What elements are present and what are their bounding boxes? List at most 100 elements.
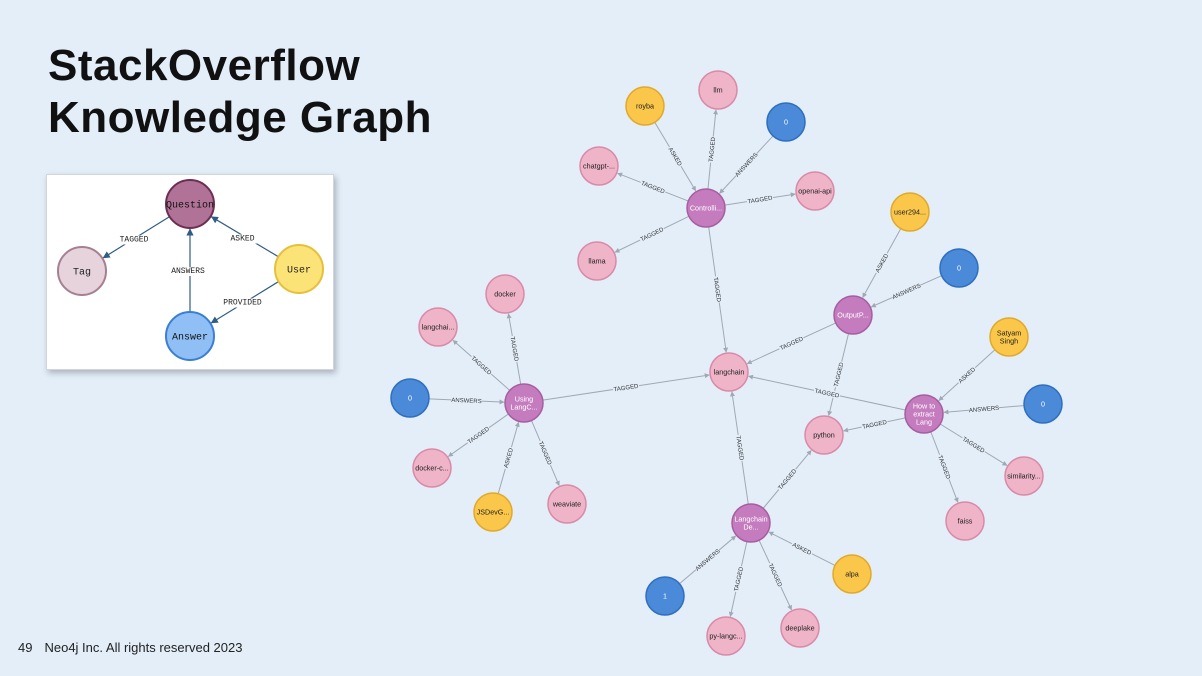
graph-node-label: alpa — [845, 570, 859, 579]
graph-node-user[interactable]: royba — [625, 86, 665, 126]
graph-nodes: Controlli... royba llm 0 chatgpt-... openai-a… — [390, 70, 1063, 656]
graph-edge-label: TAGGED — [613, 384, 639, 394]
graph-edge-tagged: TAGGED — [762, 450, 812, 509]
graph-node-label: openai-api — [798, 187, 832, 196]
graph-node-tag[interactable]: llm — [698, 70, 738, 110]
graph-edge-tagged: TAGGED — [452, 339, 511, 391]
graph-node-tag[interactable]: chatgpt-... — [579, 146, 619, 186]
graph-node-tag[interactable]: py-langc... — [706, 616, 746, 656]
graph-edge-tagged: TAGGED — [748, 374, 906, 411]
graph-node-label: deeplake — [785, 624, 814, 633]
graph-node-tag[interactable]: docker-c... — [412, 448, 452, 488]
schema-node-answer: Answer — [165, 311, 215, 361]
graph-node-answer[interactable]: 1 — [645, 576, 685, 616]
graph-node-tag[interactable]: docker — [485, 274, 525, 314]
graph-node-label: chatgpt-... — [583, 162, 615, 171]
graph-node-label: weaviate — [552, 500, 581, 509]
graph-node-answer[interactable]: 0 — [939, 248, 979, 288]
graph-edge-tagged: TAGGED — [728, 541, 748, 617]
graph-edge-tagged: TAGGED — [542, 373, 710, 401]
graph-node-answer[interactable]: 0 — [390, 378, 430, 418]
graph-edge-tagged: TAGGED — [758, 540, 792, 611]
graph-node-label: docker — [494, 290, 516, 299]
graph-node-tag[interactable]: llama — [577, 241, 617, 281]
slide-title-line-1: StackOverflow — [48, 41, 361, 90]
graph-node-label: faiss — [958, 517, 973, 526]
graph-node-label: langchai... — [422, 323, 455, 332]
graph-node-tag[interactable]: langchain — [709, 352, 749, 392]
graph-edge-tagged: TAGGED — [930, 431, 959, 503]
schema-node-label: Answer — [172, 333, 208, 344]
graph-node-tag[interactable]: weaviate — [547, 484, 587, 524]
graph-node-label: 0 — [1041, 400, 1045, 409]
slide-title-line-2: Knowledge Graph — [48, 93, 432, 142]
graph-edge-answers: ANSWERS — [719, 135, 774, 194]
graph-edge-label: TAGGED — [862, 420, 888, 431]
graph-edge-asked: ASKED — [862, 228, 902, 298]
graph-edge-tagged: TAGGED — [843, 417, 906, 433]
schema-node-label: Tag — [73, 268, 91, 279]
graph-edge-label: ANSWERS — [735, 152, 760, 178]
graph-edge-label: TAGGED — [640, 227, 666, 244]
graph-node-label: docker-c... — [415, 464, 449, 473]
graph-edge-tagged: TAGGED — [506, 313, 522, 385]
graph-node-label: py-langc... — [709, 632, 742, 641]
graph-edge-asked: ASKED — [768, 531, 836, 566]
graph-edge-asked: ASKED — [938, 349, 996, 401]
graph-edge-tagged: TAGGED — [724, 192, 796, 206]
graph-edge-label: ANSWERS — [451, 398, 482, 405]
graph-edge-answers: ANSWERS — [679, 535, 737, 585]
graph-node-question[interactable]: Controlli... — [686, 188, 726, 228]
graph-node-tag[interactable]: deeplake — [780, 608, 820, 648]
graph-node-answer[interactable]: 0 — [766, 102, 806, 142]
graph-node-label: 0 — [784, 118, 788, 127]
graph-edge-label: TAGGED — [747, 196, 773, 206]
schema-edge-label: ANSWERS — [171, 267, 205, 276]
graph-edge-label: TAGGED — [834, 361, 846, 387]
graph-edge-tagged: TAGGED — [730, 391, 749, 505]
graph-node-tag[interactable]: faiss — [945, 501, 985, 541]
graph-edge-label: TAGGED — [778, 468, 799, 492]
footer: 49 Neo4j Inc. All rights reserved 2023 — [18, 640, 242, 655]
graph-node-label: OutputP... — [837, 311, 868, 320]
graph-node-label: python — [813, 431, 835, 440]
copyright-text: Neo4j Inc. All rights reserved 2023 — [44, 640, 243, 655]
schema-node-label: User — [287, 266, 311, 277]
graph-node-user[interactable]: user294... — [890, 192, 930, 232]
graph-edge-asked: ASKED — [497, 421, 520, 494]
graph-edge-label: ANSWERS — [969, 406, 1000, 415]
graph-edge-tagged: TAGGED — [708, 226, 729, 353]
graph-edge-label: TAGGED — [779, 336, 805, 352]
graph-node-tag[interactable]: openai-api — [795, 171, 835, 211]
schema-node-label: Question — [166, 200, 214, 212]
graph-node-tag[interactable]: python — [804, 415, 844, 455]
schema-node-user: User — [274, 244, 324, 294]
schema-node-tag: Tag — [57, 246, 107, 296]
graph-node-question[interactable]: OutputP... — [833, 295, 873, 335]
graph-node-label: royba — [636, 102, 654, 111]
graph-edge-label: ASKED — [504, 447, 516, 469]
graph-node-tag[interactable]: langchai... — [418, 307, 458, 347]
graph-node-label: 0 — [408, 394, 412, 403]
schema-edge-label: PROVIDED — [223, 299, 262, 308]
graph-node-tag[interactable]: similarity... — [1004, 456, 1044, 496]
graph-edge-label: TAGGED — [734, 566, 745, 592]
graph-node-label: langchain — [714, 368, 745, 377]
graph-edge-tagged: TAGGED — [447, 413, 509, 457]
graph-node-label: llama — [588, 257, 605, 266]
graph-node-answer[interactable]: 0 — [1023, 384, 1063, 424]
graph-node-user[interactable]: alpa — [832, 554, 872, 594]
graph-edge-tagged: TAGGED — [530, 420, 560, 487]
graph-node-user[interactable]: JSDevG... — [473, 492, 513, 532]
graph-edge-tagged: TAGGED — [617, 172, 689, 202]
graph-edge-label: ANSWERS — [695, 548, 722, 572]
graph-edge-label: TAGGED — [734, 435, 744, 461]
graph-edge-tagged: TAGGED — [827, 333, 850, 417]
